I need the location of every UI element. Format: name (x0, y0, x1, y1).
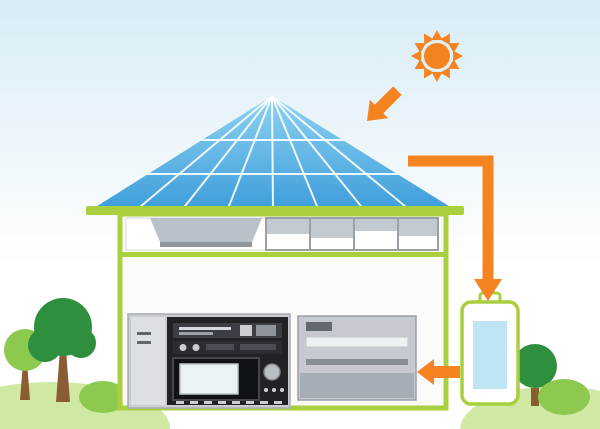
left-dark-tree (28, 298, 96, 402)
right-bush (538, 379, 590, 415)
cabinet-handle (137, 332, 151, 335)
sun-icon (411, 30, 463, 82)
display-button (256, 325, 276, 336)
microwave-button (264, 388, 268, 392)
slider (240, 344, 276, 350)
microwave-knob (263, 363, 281, 381)
tree-trunk (56, 350, 70, 402)
sunlight-arrow (367, 86, 402, 121)
tree-foliage (513, 344, 557, 388)
tree-trunk (20, 362, 30, 400)
kitchen-appliance-stack (127, 313, 291, 409)
window-shades (267, 219, 437, 238)
microwave (172, 357, 284, 401)
cabinet-left-column (131, 317, 165, 405)
microwave-window (179, 363, 239, 395)
pipe-arrowhead (474, 279, 502, 301)
solar-panel-roof (86, 96, 464, 215)
right-tree (513, 344, 557, 406)
knob (192, 344, 200, 351)
microwave-button (272, 388, 276, 392)
storage-battery (460, 291, 520, 406)
sun-core (424, 43, 450, 69)
power-arrow-battery-to-house (417, 359, 460, 385)
door-handle (306, 359, 408, 365)
vent-slot (305, 336, 409, 348)
energy-pipe-roof-to-battery (408, 155, 502, 301)
lower-panel (300, 373, 414, 398)
range-hood (150, 218, 262, 242)
display-line (179, 332, 213, 335)
battery-cell (473, 321, 507, 389)
microwave-button (280, 388, 284, 392)
range-hood-underside (160, 242, 252, 247)
dishwasher (297, 315, 417, 401)
display-line (179, 327, 231, 330)
upper-floor-windows (125, 217, 439, 251)
left-bush (79, 381, 127, 413)
knob (179, 344, 187, 351)
tree-foliage (28, 298, 96, 362)
control-chip (306, 322, 332, 331)
energy-pipe (408, 155, 494, 281)
floor-divider (122, 252, 444, 257)
roof-eave (86, 206, 464, 215)
tree-trunk (531, 388, 539, 406)
slider (206, 344, 234, 350)
bottom-button-strip (176, 401, 282, 404)
display-button (240, 325, 252, 336)
cabinet-handle (137, 341, 151, 344)
